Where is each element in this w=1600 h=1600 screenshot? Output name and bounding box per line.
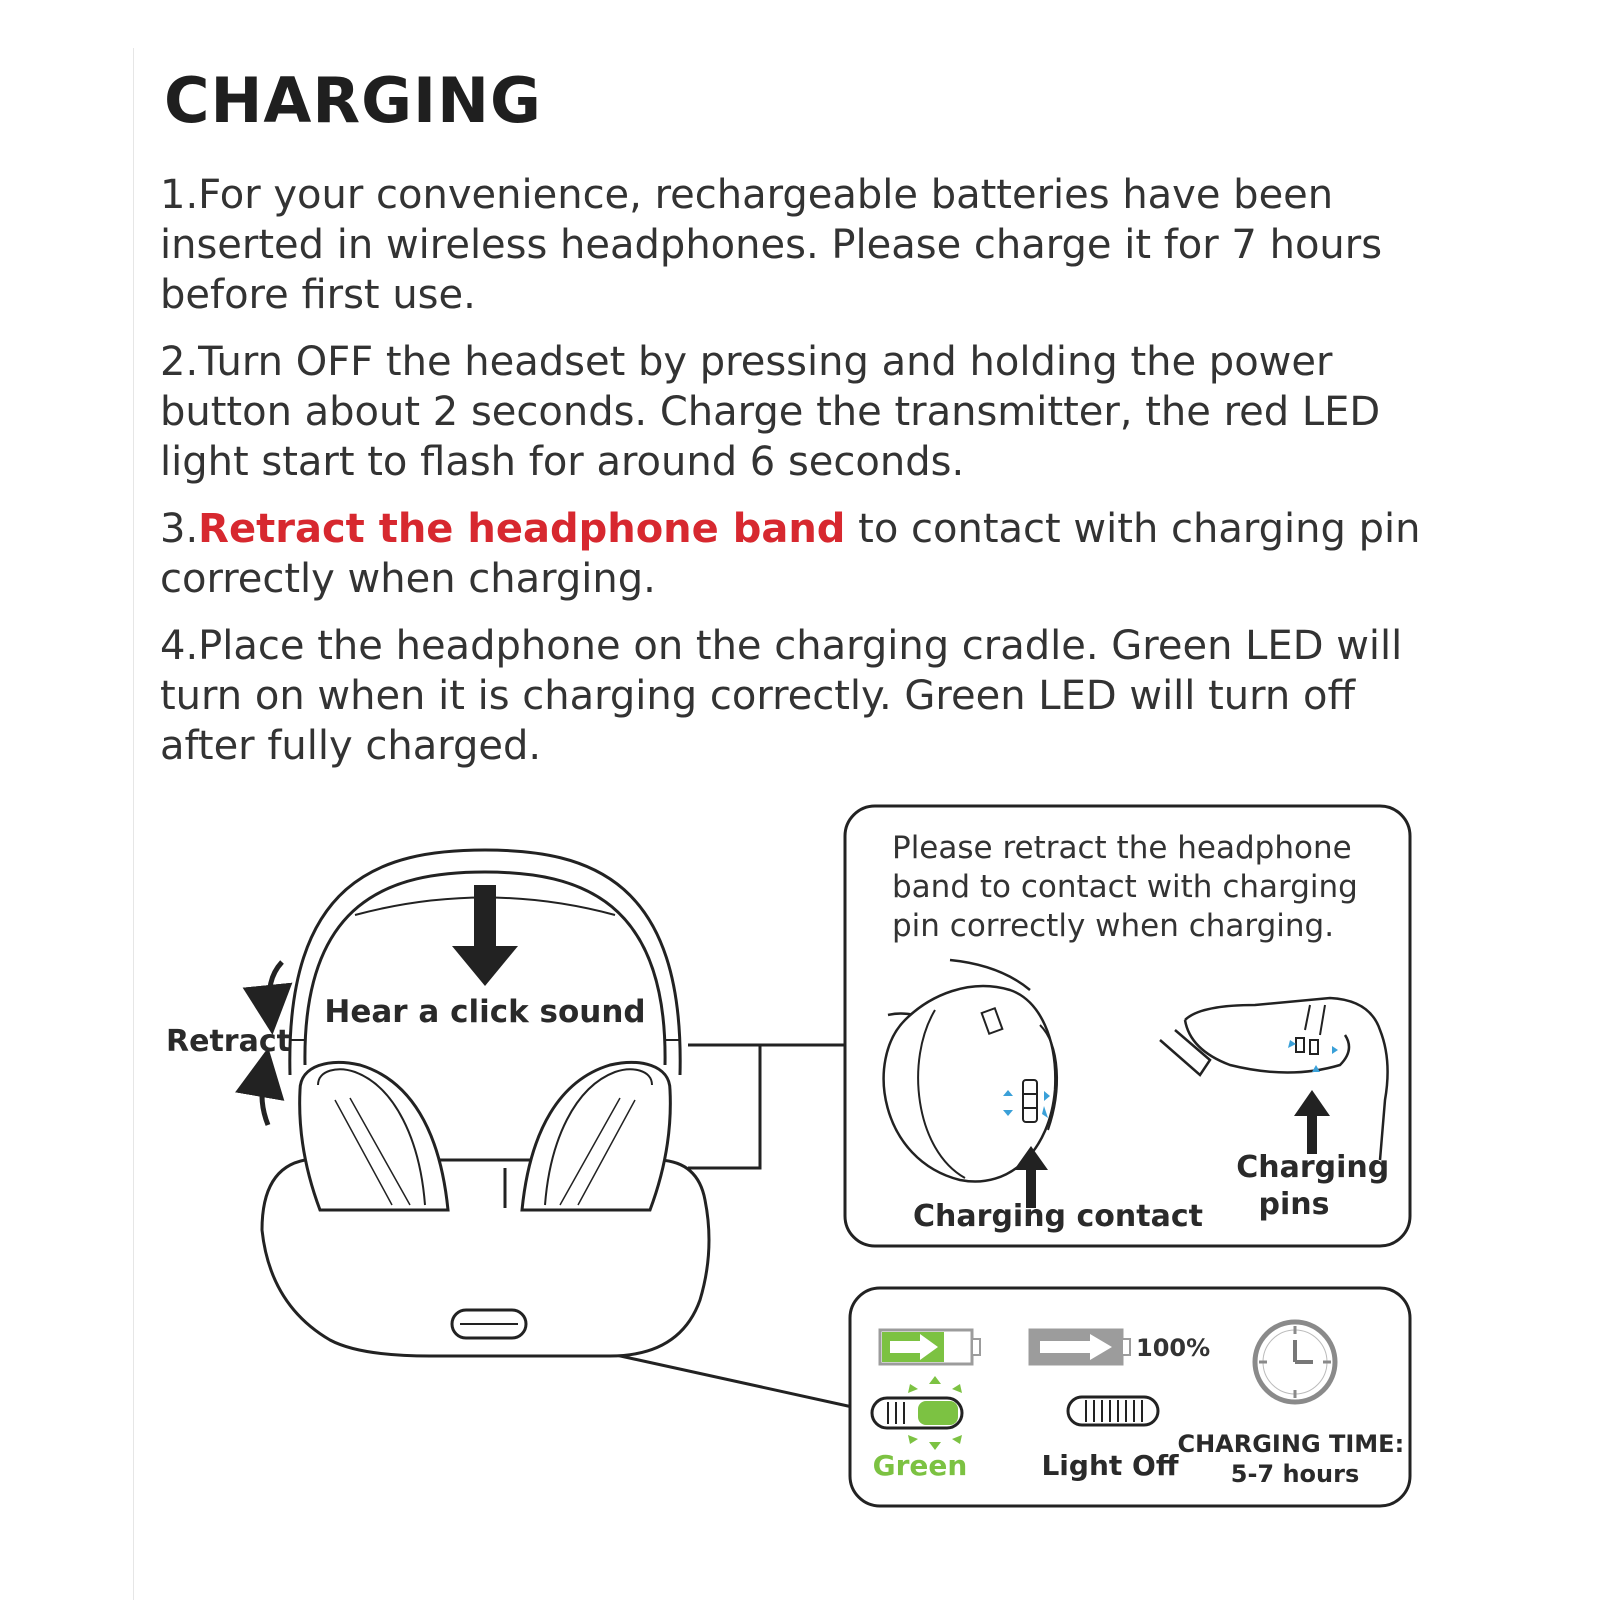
charging-time-line: CHARGING TIME: <box>1177 1430 1404 1458</box>
charging-time-line: 5-7 hours <box>1231 1460 1360 1488</box>
battery-charging-icon <box>878 1328 981 1366</box>
left-earcup <box>298 1061 450 1212</box>
retract-label: Retract <box>166 1024 291 1059</box>
click-sound-label: Hear a click sound <box>324 994 645 1030</box>
led-green-icon <box>870 1376 964 1450</box>
earcup-closeup <box>882 958 1058 1183</box>
charging-status-box: Green 100% Light Off CHARGING TIME: 5-7 … <box>848 1286 1412 1508</box>
step-3: 3.Retract the headphone band to contact … <box>160 504 1450 604</box>
charging-contact-label: Charging contact <box>913 1199 1203 1234</box>
led-off-label: Light Off <box>1041 1449 1178 1482</box>
clock-icon <box>1252 1319 1338 1405</box>
instruction-steps: 1.For your convenience, rechargeable bat… <box>160 170 1450 788</box>
pins-label-line: Charging <box>1236 1150 1389 1185</box>
retract-arrows <box>235 960 293 1126</box>
step-highlight: Retract the headphone band <box>198 506 846 552</box>
pins-sparkle <box>1288 1040 1338 1072</box>
led-off-icon <box>1066 1395 1160 1427</box>
page-left-rule <box>133 48 134 1600</box>
cradle-closeup <box>1159 996 1389 1161</box>
step-number: 2. <box>160 339 199 385</box>
step-4: 4.Place the headphone on the charging cr… <box>160 621 1450 771</box>
page-title: CHARGING <box>164 64 542 137</box>
step-2: 2.Turn OFF the headset by pressing and h… <box>160 337 1450 487</box>
retract-note: Please retract the headphone band to con… <box>892 830 1368 944</box>
charging-contact-arrow <box>1014 1146 1048 1208</box>
step-number: 1. <box>160 172 199 218</box>
pins-label-line: pins <box>1259 1187 1330 1222</box>
battery-full-icon <box>1028 1328 1131 1366</box>
step-number: 4. <box>160 623 199 669</box>
step-text: Turn OFF the headset by pressing and hol… <box>160 339 1381 485</box>
note-line: pin correctly when charging. <box>892 908 1334 944</box>
contact-sparkle <box>1003 1090 1050 1118</box>
step-text: to contact with charging pin correctly w… <box>160 506 1421 602</box>
push-down-arrow <box>452 885 518 986</box>
step-1: 1.For your convenience, rechargeable bat… <box>160 170 1450 320</box>
note-line: band to contact with charging <box>892 869 1358 905</box>
charging-time-label: CHARGING TIME: 5-7 hours <box>1177 1430 1412 1488</box>
charging-pins-label: Charging pins <box>1236 1150 1399 1222</box>
charging-detail-box: Please retract the headphone band to con… <box>843 804 1412 1248</box>
note-line: Please retract the headphone <box>892 830 1352 866</box>
led-green-label: Green <box>873 1449 968 1482</box>
step-text: Place the headphone on the charging crad… <box>160 623 1403 769</box>
right-earcup <box>520 1061 672 1212</box>
step-text: For your convenience, rechargeable batte… <box>160 172 1383 318</box>
battery-full-label: 100% <box>1136 1334 1210 1362</box>
step-number: 3. <box>160 506 199 552</box>
charging-pins-arrow <box>1294 1090 1330 1154</box>
